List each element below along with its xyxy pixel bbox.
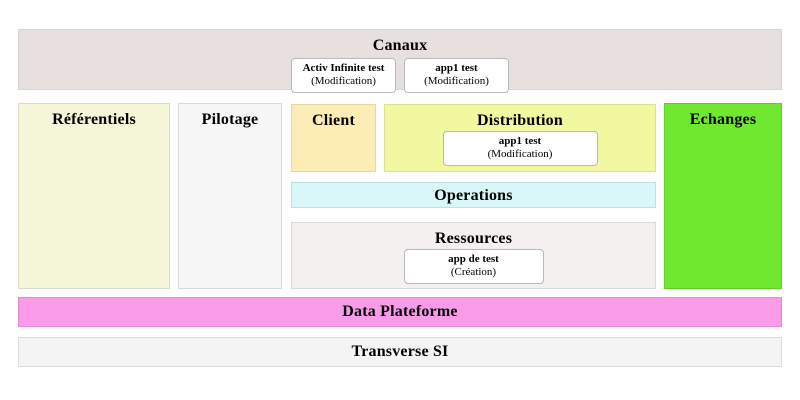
block-echanges-title: Echanges <box>689 111 757 128</box>
block-data-plateforme[interactable]: Data Plateforme <box>18 297 782 327</box>
block-client[interactable]: Client <box>291 104 376 172</box>
block-transverse-si[interactable]: Transverse SI <box>18 337 782 367</box>
app-card[interactable]: app1 test (Modification) <box>404 58 509 93</box>
app-card-state: (Modification) <box>311 75 376 87</box>
app-card-name: app1 test <box>435 62 478 74</box>
block-client-title: Client <box>312 112 355 129</box>
block-distribution[interactable]: Distribution app1 test (Modification) <box>384 104 656 172</box>
block-referentiels-title: Référentiels <box>52 111 136 128</box>
block-pilotage-title: Pilotage <box>201 111 259 128</box>
app-card[interactable]: Activ Infinite test (Modification) <box>291 58 396 93</box>
block-canaux[interactable]: Canaux Activ Infinite test (Modification… <box>18 29 782 93</box>
block-data-plateforme-title: Data Plateforme <box>342 303 458 320</box>
block-operations-title: Operations <box>434 187 513 204</box>
block-distribution-app-list: app1 test (Modification) <box>385 131 655 166</box>
block-referentiels[interactable]: Référentiels <box>18 103 170 289</box>
block-echanges[interactable]: Echanges <box>664 103 782 289</box>
block-distribution-title: Distribution <box>477 112 563 129</box>
block-canaux-title: Canaux <box>372 37 428 54</box>
block-ressources-app-list: app de test (Création) <box>292 249 655 284</box>
app-card-state: (Modification) <box>424 75 489 87</box>
block-pilotage[interactable]: Pilotage <box>178 103 282 289</box>
app-card-name: app1 test <box>498 135 542 147</box>
block-operations[interactable]: Operations <box>291 182 656 208</box>
app-card-state: (Création) <box>450 266 497 278</box>
app-card-name: Activ Infinite test <box>302 62 385 74</box>
block-ressources-title: Ressources <box>434 230 513 247</box>
app-card[interactable]: app de test (Création) <box>403 249 544 284</box>
app-card-name: app de test <box>448 253 499 265</box>
app-card-state: (Modification) <box>487 148 553 160</box>
block-transverse-si-title: Transverse SI <box>351 343 449 360</box>
block-ressources[interactable]: Ressources app de test (Création) <box>291 222 656 289</box>
app-card[interactable]: app1 test (Modification) <box>442 131 598 166</box>
block-canaux-app-list: Activ Infinite test (Modification) app1 … <box>19 58 781 93</box>
